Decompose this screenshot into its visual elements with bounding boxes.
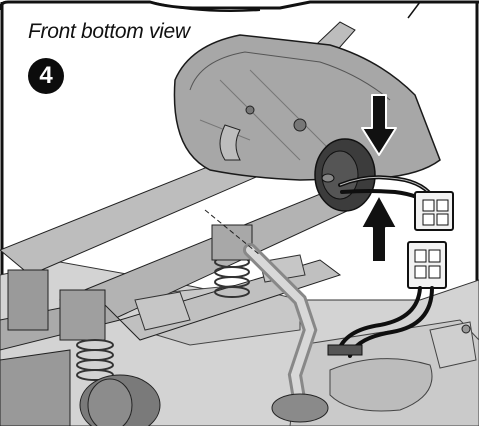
step-number-badge: 4 (28, 58, 64, 94)
panel-border (0, 0, 479, 11)
gearbox-housing (173, 34, 441, 181)
arrow-up-icon (360, 194, 398, 263)
motor-connector (414, 191, 454, 231)
view-caption: Front bottom view (28, 20, 190, 43)
press-arrows-icon (360, 94, 398, 263)
arrow-down-icon (361, 94, 397, 156)
center-line (204, 209, 261, 256)
left-bracket (59, 289, 106, 341)
harness-connector (407, 241, 447, 289)
